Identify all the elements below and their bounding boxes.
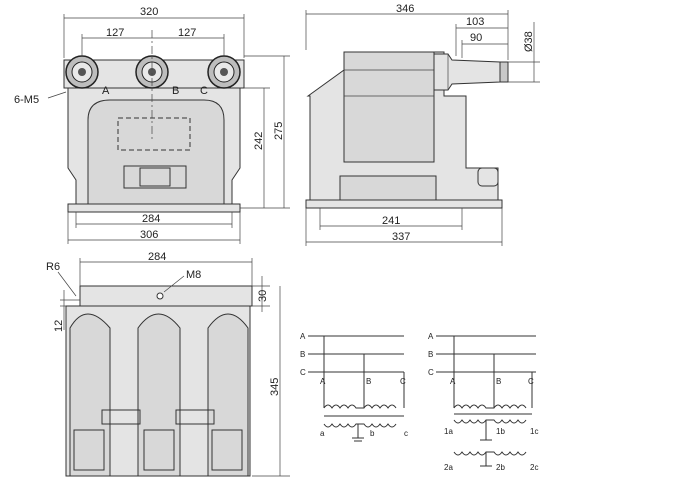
dim-side-overall: 346: [396, 3, 414, 15]
dim-bushing-tip: 90: [470, 32, 482, 44]
wiring-diagram-right: A B C A B C 1a 1b 1c 2a 2b 2c: [428, 332, 538, 472]
terminal-c-label: C: [200, 85, 208, 97]
terminal-a: [65, 55, 99, 89]
note-m8: M8: [186, 269, 201, 281]
terminal-b: [135, 55, 169, 89]
bus-b-label: B: [300, 350, 305, 359]
bus-a-label-2: A: [428, 332, 434, 341]
sec1-b-label: 1b: [496, 427, 505, 436]
dim-pitch-left: 127: [106, 27, 124, 39]
dim-bottom-height: 345: [269, 378, 281, 396]
dim-side-base-total: 337: [392, 231, 410, 243]
front-view: A B C 320 127 127 6-M5 242 275 284 3: [14, 6, 290, 244]
primary-c-label: C: [400, 377, 406, 386]
dim-height-total: 275: [273, 122, 285, 140]
primary-c-label-2: C: [528, 377, 534, 386]
dim-base-total: 306: [140, 229, 158, 241]
note-r6: R6: [46, 261, 60, 273]
primary-a-label-2: A: [450, 377, 456, 386]
bus-c-label-2: C: [428, 368, 434, 377]
dim-side-base-inner: 241: [382, 215, 400, 227]
primary-a-label: A: [320, 377, 326, 386]
sec-b-label: b: [370, 429, 375, 438]
sec2-c-label: 2c: [530, 463, 538, 472]
dim-bushing-dia: Ø38: [523, 31, 535, 52]
dim-overall-width: 320: [140, 6, 158, 18]
dim-base-inner: 284: [142, 213, 160, 225]
sec-c-label: c: [404, 429, 408, 438]
primary-b-label-2: B: [496, 377, 501, 386]
dim-bottom-left-step: 12: [53, 320, 65, 332]
note-6-m5: 6-M5: [14, 94, 39, 106]
terminal-a-label: A: [102, 85, 110, 97]
bus-b-label-2: B: [428, 350, 433, 359]
dim-pitch-right: 127: [178, 27, 196, 39]
bus-a-label: A: [300, 332, 306, 341]
sec-a-label: a: [320, 429, 325, 438]
wiring-diagram-left: A B C A B C a b c: [300, 332, 408, 442]
primary-b-label: B: [366, 377, 371, 386]
dim-bottom-top-width: 284: [148, 251, 166, 263]
dim-bottom-top-step: 30: [257, 290, 269, 302]
bus-c-label: C: [300, 368, 306, 377]
sec2-a-label: 2a: [444, 463, 453, 472]
sec1-a-label: 1a: [444, 427, 453, 436]
sec2-b-label: 2b: [496, 463, 505, 472]
terminal-c: [207, 55, 241, 89]
sec1-c-label: 1c: [530, 427, 538, 436]
dim-bushing-len: 103: [466, 16, 484, 28]
terminal-b-label: B: [172, 85, 179, 97]
dim-height-inner: 242: [253, 132, 265, 150]
side-view: 346 103 90 Ø38 241 337: [305, 3, 540, 246]
bottom-view: 284 R6 M8 30 12 345: [46, 251, 290, 477]
